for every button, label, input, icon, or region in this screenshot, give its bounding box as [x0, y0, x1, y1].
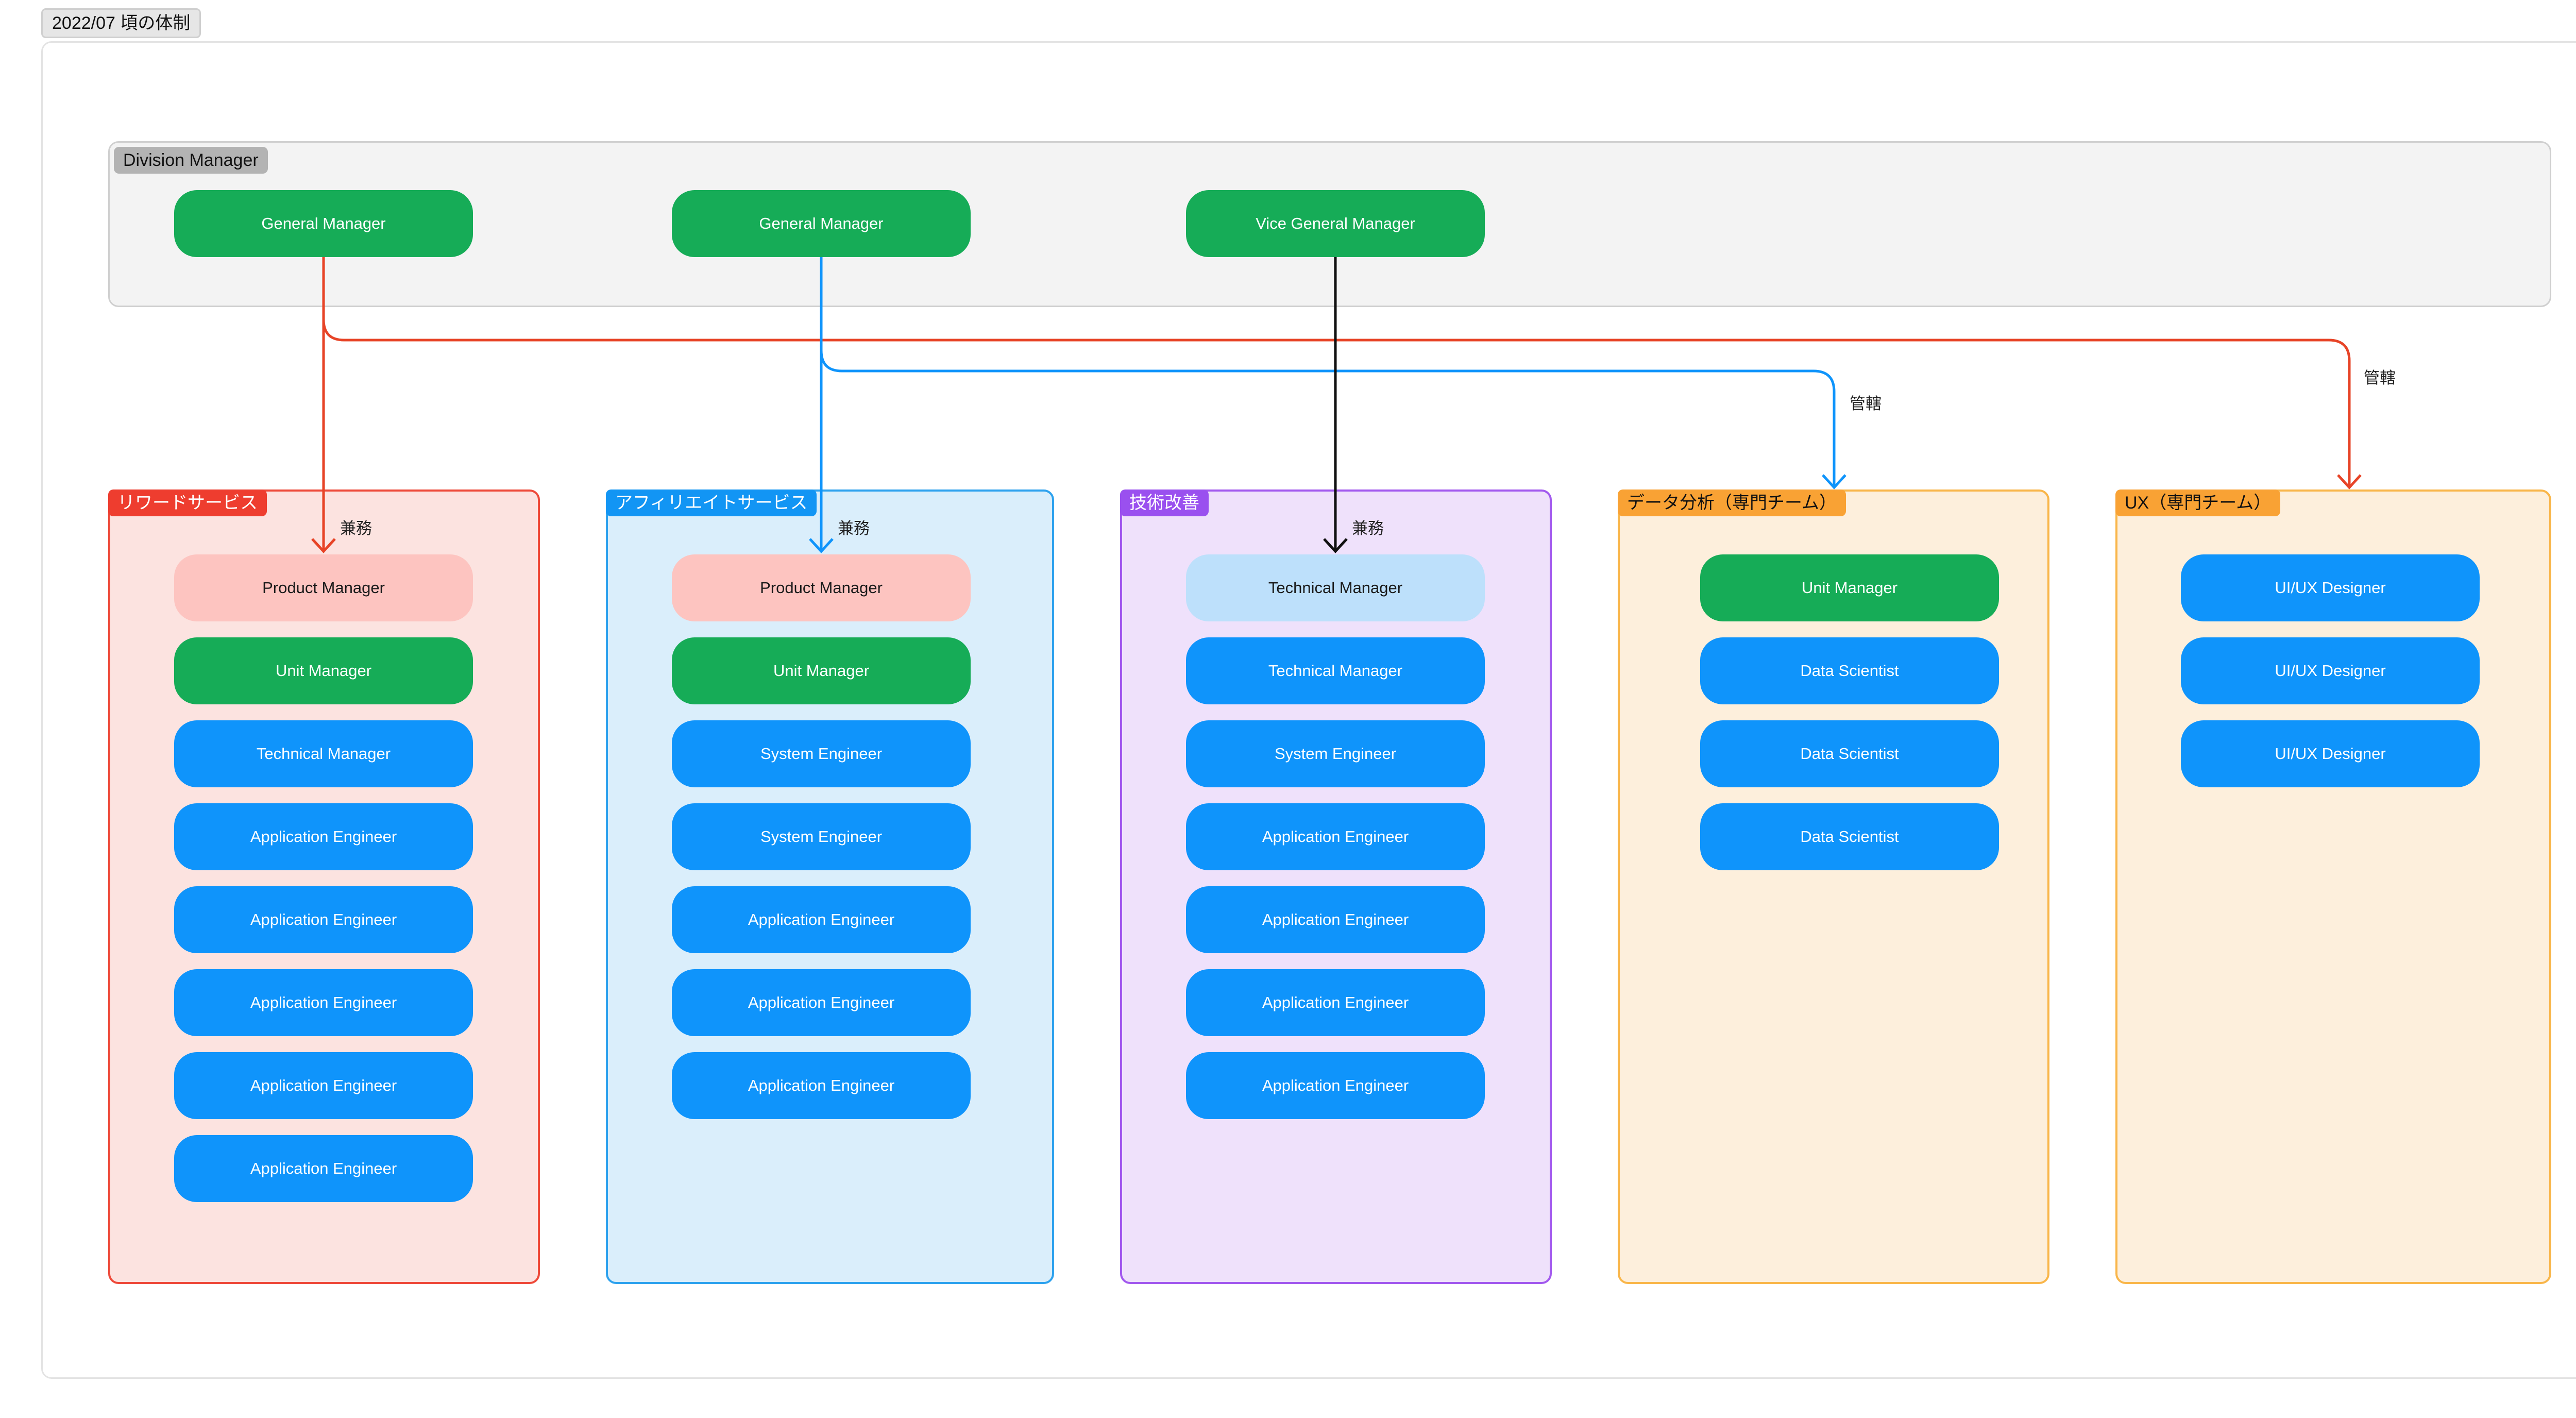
data-oversight-label: 管轄 [1850, 395, 1882, 413]
group-ux: UX（専門チーム） [2115, 489, 2551, 1284]
group-data-analysis: データ分析（専門チーム） [1618, 489, 2049, 1284]
group-data-analysis-label: データ分析（専門チーム） [1618, 489, 1846, 516]
reward-product-manager-node[interactable]: Product Manager [174, 554, 473, 621]
vice-general-manager-node[interactable]: Vice General Manager [1186, 190, 1485, 257]
reward-application-engineer-node[interactable]: Application Engineer [174, 1135, 473, 1202]
data-scientist-node[interactable]: Data Scientist [1700, 803, 1999, 870]
tech-system-engineer-node[interactable]: System Engineer [1186, 720, 1485, 787]
group-affiliate-service-label: アフィリエイトサービス [606, 489, 817, 516]
tech-technical-manager-node[interactable]: Technical Manager [1186, 637, 1485, 704]
data-scientist-node[interactable]: Data Scientist [1700, 720, 1999, 787]
ux-designer-node[interactable]: UI/UX Designer [2181, 554, 2480, 621]
general-manager-1-node[interactable]: General Manager [174, 190, 473, 257]
reward-technical-manager-node[interactable]: Technical Manager [174, 720, 473, 787]
affiliate-system-engineer-node[interactable]: System Engineer [672, 803, 971, 870]
tech-application-engineer-node[interactable]: Application Engineer [1186, 886, 1485, 953]
tech-application-engineer-node[interactable]: Application Engineer [1186, 969, 1485, 1036]
ux-designer-node[interactable]: UI/UX Designer [2181, 720, 2480, 787]
reward-concurrent-label: 兼務 [340, 519, 372, 537]
affiliate-application-engineer-node[interactable]: Application Engineer [672, 886, 971, 953]
affiliate-application-engineer-node[interactable]: Application Engineer [672, 969, 971, 1036]
affiliate-product-manager-node[interactable]: Product Manager [672, 554, 971, 621]
diagram-title: 2022/07 頃の体制 [41, 8, 201, 38]
reward-unit-manager-node[interactable]: Unit Manager [174, 637, 473, 704]
tech-concurrent-label: 兼務 [1352, 519, 1384, 537]
reward-application-engineer-node[interactable]: Application Engineer [174, 1052, 473, 1119]
affiliate-system-engineer-node[interactable]: System Engineer [672, 720, 971, 787]
tech-application-engineer-node[interactable]: Application Engineer [1186, 1052, 1485, 1119]
group-ux-label: UX（専門チーム） [2115, 489, 2281, 516]
data-unit-manager-node[interactable]: Unit Manager [1700, 554, 1999, 621]
reward-application-engineer-node[interactable]: Application Engineer [174, 969, 473, 1036]
ux-designer-node[interactable]: UI/UX Designer [2181, 637, 2480, 704]
tech-application-engineer-node[interactable]: Application Engineer [1186, 803, 1485, 870]
affiliate-concurrent-label: 兼務 [838, 519, 870, 537]
reward-application-engineer-node[interactable]: Application Engineer [174, 803, 473, 870]
group-reward-service-label: リワードサービス [108, 489, 267, 516]
affiliate-unit-manager-node[interactable]: Unit Manager [672, 637, 971, 704]
group-tech-improvement-label: 技術改善 [1120, 489, 1209, 516]
data-scientist-node[interactable]: Data Scientist [1700, 637, 1999, 704]
ux-oversight-label: 管轄 [2364, 369, 2396, 387]
reward-application-engineer-node[interactable]: Application Engineer [174, 886, 473, 953]
tech-technical-manager-node[interactable]: Technical Manager [1186, 554, 1485, 621]
affiliate-application-engineer-node[interactable]: Application Engineer [672, 1052, 971, 1119]
general-manager-2-node[interactable]: General Manager [672, 190, 971, 257]
division-manager-label: Division Manager [114, 147, 268, 174]
